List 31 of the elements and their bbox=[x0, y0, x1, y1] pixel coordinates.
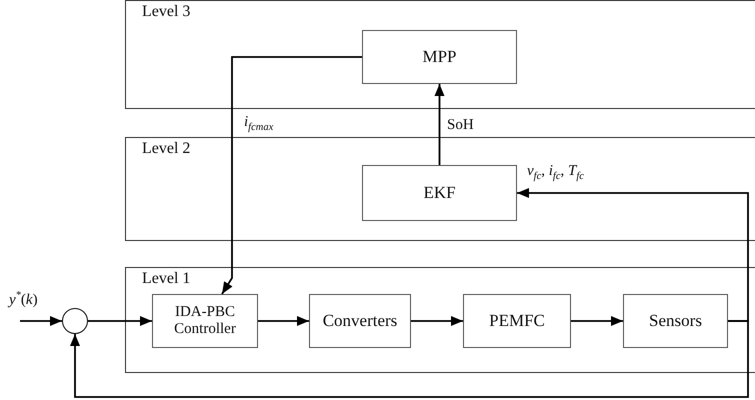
level-panel bbox=[125, 137, 755, 241]
summing-junction bbox=[62, 308, 88, 334]
level-panel bbox=[125, 267, 755, 373]
edge-label: y$^{*}$(k) bbox=[8, 290, 39, 308]
process-block bbox=[362, 165, 517, 221]
process-block bbox=[362, 30, 517, 84]
block-label: PEMFC bbox=[489, 311, 545, 331]
arrow bbox=[411, 316, 463, 326]
edge-label: i$_{fcmax}$ bbox=[243, 114, 274, 134]
arrow bbox=[88, 316, 152, 326]
arrow bbox=[20, 316, 62, 326]
process-block bbox=[463, 294, 571, 348]
block-label: Converters bbox=[322, 311, 398, 331]
block-label: EKF bbox=[423, 183, 456, 203]
level-title: Level 3 bbox=[142, 3, 190, 21]
arrow bbox=[70, 320, 749, 398]
arrow bbox=[571, 316, 623, 326]
block-label: IDA-PBC Controller bbox=[173, 304, 237, 338]
edge-label: v$_{fc}$, i$_{fc}$, T$_{fc}$ bbox=[526, 163, 585, 183]
level-title: Level 1 bbox=[142, 270, 190, 288]
process-block bbox=[623, 294, 728, 348]
block-label: MPP bbox=[422, 47, 457, 67]
arrow bbox=[434, 84, 444, 165]
process-block bbox=[309, 294, 411, 348]
arrow bbox=[258, 316, 309, 326]
arrow bbox=[221, 56, 362, 294]
arrow bbox=[517, 188, 749, 322]
level-title: Level 2 bbox=[142, 140, 190, 158]
block-label: Sensors bbox=[649, 311, 702, 331]
process-block bbox=[152, 294, 258, 348]
level-panel bbox=[125, 0, 755, 109]
